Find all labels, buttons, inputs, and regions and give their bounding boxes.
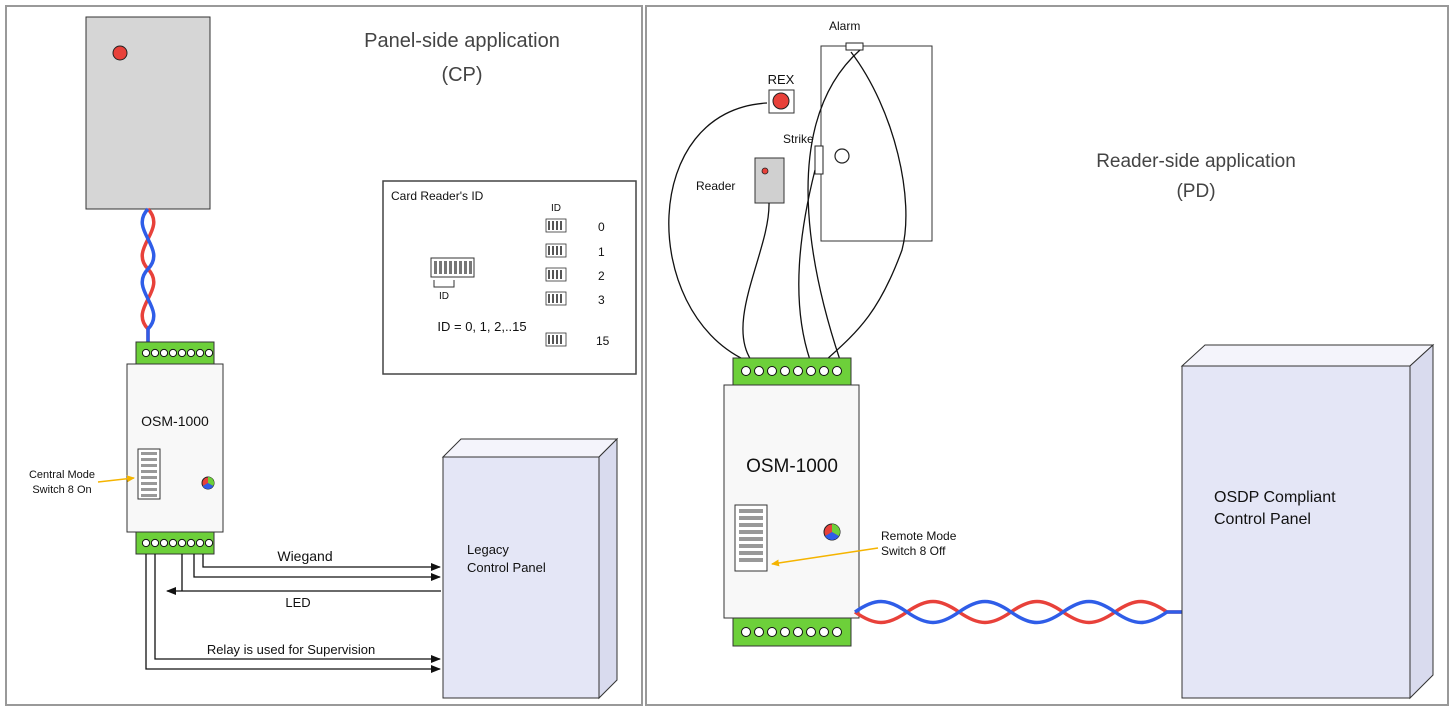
- id-switch-row-1: [545, 243, 567, 258]
- right-top-terminal-block: [732, 357, 852, 386]
- right-switch-note-line1: Remote Mode: [881, 529, 957, 543]
- left-dip-switch: [137, 448, 161, 500]
- strike-icon: [814, 145, 824, 175]
- osdp-panel-label-line2: Control Panel: [1214, 511, 1311, 528]
- door-handle-icon: [834, 148, 850, 164]
- strike-label: Strike: [783, 132, 814, 146]
- wiegand-wires: [193, 554, 441, 581]
- osdp-control-panel: [1180, 343, 1435, 700]
- left-bottom-terminal-block: [135, 531, 215, 555]
- relay-label: Relay is used for Supervision: [207, 642, 375, 657]
- left-osm-module: [126, 363, 224, 533]
- right-status-led-icon: [823, 523, 841, 541]
- reader-label: Reader: [696, 179, 735, 193]
- id-value-15: 15: [596, 334, 610, 348]
- alarm-label: Alarm: [829, 19, 860, 33]
- right-osm-module: [723, 384, 860, 619]
- rex-button-dot-icon: [772, 92, 790, 110]
- right-device-label: OSM-1000: [746, 456, 838, 477]
- legacy-panel-label-line2: Control Panel: [467, 560, 546, 575]
- id-switch-row-15: [545, 332, 567, 347]
- door-outline: [820, 45, 933, 242]
- legacy-panel-label-line1: Legacy: [467, 542, 509, 557]
- right-title-line2: (PD): [1176, 181, 1215, 202]
- id-column-header: ID: [551, 203, 561, 214]
- card-reader-device: [85, 16, 211, 210]
- card-reader-id-title: Card Reader's ID: [391, 189, 484, 203]
- right-dip-switch: [734, 504, 768, 572]
- left-device-label: OSM-1000: [141, 413, 209, 429]
- id-switch-row-3: [545, 291, 567, 306]
- left-status-led-icon: [201, 476, 215, 490]
- id-value-1: 1: [598, 245, 605, 259]
- relay-wires: [145, 554, 441, 673]
- led-label: LED: [285, 595, 310, 610]
- left-switch-pointer-arrow: [97, 475, 135, 483]
- id-bracket-label: ID: [439, 291, 449, 302]
- id-range-text: ID = 0, 1, 2,..15: [437, 319, 526, 334]
- right-switch-note-line2: Switch 8 Off: [881, 544, 946, 558]
- wiegand-label: Wiegand: [277, 548, 332, 564]
- right-panel: Reader-side application (PD) Alarm Strik…: [645, 5, 1449, 706]
- led-wire: [166, 554, 441, 595]
- reader-device: [754, 157, 785, 204]
- id-switch-row-0: [545, 218, 567, 233]
- id-value-2: 2: [598, 269, 605, 283]
- left-switch-note-line1: Central Mode: [29, 469, 95, 481]
- id-switch-row-2: [545, 267, 567, 282]
- card-reader-led-icon: [112, 45, 128, 61]
- id-value-0: 0: [598, 220, 605, 234]
- right-twisted-pair-wire: [853, 599, 1182, 625]
- rex-label: REX: [768, 72, 795, 87]
- right-switch-pointer-arrow: [771, 547, 879, 567]
- legacy-control-panel: [441, 437, 619, 700]
- reader-led-icon: [761, 167, 769, 175]
- right-bottom-terminal-block: [732, 617, 852, 647]
- card-reader-dip-switch: [430, 257, 475, 288]
- left-title-line1: Panel-side application: [364, 30, 560, 52]
- left-switch-note-line2: Switch 8 On: [32, 484, 91, 496]
- id-value-3: 3: [598, 293, 605, 307]
- right-title-line1: Reader-side application: [1096, 151, 1296, 172]
- osdp-panel-label-line1: OSDP Compliant: [1214, 489, 1336, 506]
- alarm-contact-icon: [845, 42, 864, 51]
- left-title-line2: (CP): [441, 64, 482, 86]
- right-field-wires: [668, 49, 907, 361]
- left-twisted-pair-wire: [140, 207, 156, 346]
- left-panel: Panel-side application (CP) OSM-1000: [5, 5, 643, 706]
- card-reader-id-box: Card Reader's ID ID ID ID = 0, 1, 2,..15…: [382, 180, 637, 375]
- left-top-terminal-block: [135, 341, 215, 365]
